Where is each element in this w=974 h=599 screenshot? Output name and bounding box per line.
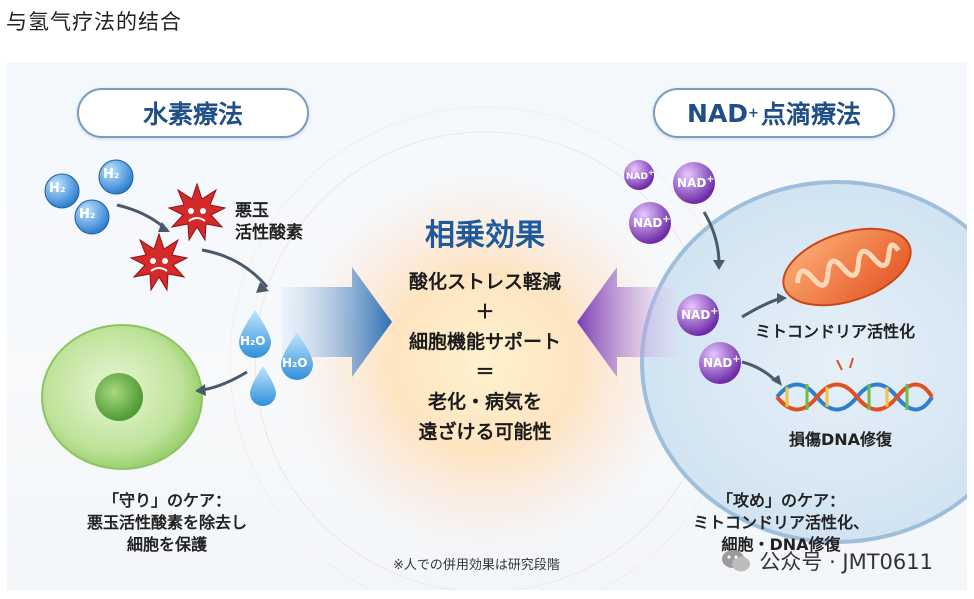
left-caption: 「守り」のケア： 悪玉活性酸素を除去し 細胞を保護 — [86, 491, 247, 554]
nad-molecule: NAD+ — [622, 158, 656, 196]
synergy-title: 相乗効果 — [425, 218, 545, 253]
dna-label: 損傷DNA修復 — [789, 430, 893, 449]
nad-molecule: NAD+ — [627, 200, 673, 250]
illustration-panel: 水素療法 NAD+点滴療法 H₂ H₂ H₂ 悪玉 活性酸素 H₂O H₂O — [7, 62, 967, 590]
mitochondrion — [782, 227, 912, 307]
cell-nucleus — [95, 373, 143, 421]
right-caption: 「攻め」のケア： ミトコンドリア活性化、 細胞・DNA修復 — [692, 491, 869, 554]
purple-arrow — [577, 267, 677, 377]
ros-label: 悪玉 活性酸素 — [235, 201, 303, 243]
h2-molecule: H₂ — [97, 158, 135, 200]
nad-molecule: NAD+ — [671, 160, 717, 210]
ros-angry-icon — [167, 182, 227, 242]
cell-membrane — [640, 180, 967, 544]
background-art — [41, 106, 967, 590]
nad-therapy-title: NAD+点滴療法 — [653, 88, 895, 138]
page-title: 与氢气疗法的结合 — [6, 10, 182, 34]
mito-label: ミトコンドリア活性化 — [755, 322, 916, 341]
blue-arrow — [282, 267, 392, 377]
footnote: ※人での併用効果は研究段階 — [393, 558, 560, 573]
wechat-icon — [722, 550, 751, 572]
water-droplet: H₂O — [235, 308, 275, 364]
h2-molecule: H₂ — [73, 198, 111, 240]
water-droplet — [247, 364, 279, 412]
watermark: 公众号 · JMT0611 — [721, 546, 933, 576]
ros-angry-icon — [129, 232, 189, 292]
dna-helix — [775, 357, 934, 412]
water-droplet: H₂O — [277, 330, 317, 386]
nad-molecule: NAD+ — [697, 340, 743, 390]
hydrogen-therapy-title: 水素療法 — [77, 88, 309, 138]
nad-molecule: NAD+ — [675, 292, 721, 342]
synergy-body: 酸化ストレス軽減 ＋ 細胞機能サポート ＝ 老化・病気を 遠ざける可能性 — [408, 271, 561, 443]
h2-molecule: H₂ — [43, 172, 81, 214]
